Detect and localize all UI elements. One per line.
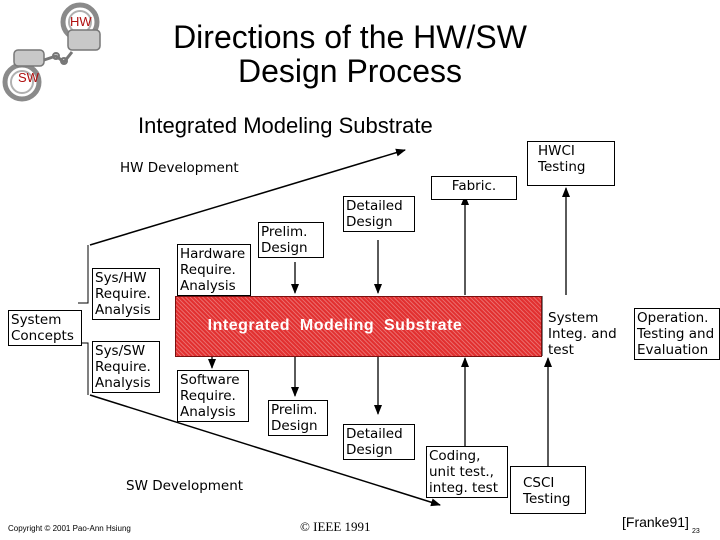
ieee-copyright: © IEEE 1991	[300, 519, 371, 534]
slide-title: Directions of the HW/SW Design Process	[173, 19, 527, 89]
system-concepts-box: System Concepts	[8, 310, 82, 346]
hw-detailed-design-box: Detailed Design	[343, 196, 415, 232]
fabric-box: Fabric.	[431, 176, 517, 200]
csci-testing-box: CSCI Testing	[510, 466, 586, 514]
logo-hw-label: HW	[70, 14, 92, 29]
hw-sw-logo: HW SW	[0, 0, 115, 105]
hwci-testing-box: HWCI Testing	[527, 141, 615, 186]
reference-citation: [Franke91]	[622, 514, 689, 530]
hw-development-label: HW Development	[120, 160, 239, 176]
logo-sw-label: SW	[18, 70, 39, 85]
software-require-box: Software Require. Analysis	[177, 370, 249, 422]
handcuffs-icon	[2, 2, 101, 102]
page-number: 23	[692, 528, 700, 535]
sw-prelim-design-box: Prelim. Design	[268, 400, 328, 436]
integrated-modeling-substrate-bar	[175, 296, 542, 357]
hardware-require-box: Hardware Require. Analysis	[177, 244, 251, 296]
slide-subtitle: Integrated Modeling Substrate	[138, 113, 433, 138]
copyright-text: Copyright © 2001 Pao-Ann Hsiung	[8, 524, 131, 533]
operation-testing-box: Operation. Testing and Evaluation	[634, 308, 720, 360]
hw-prelim-design-box: Prelim. Design	[258, 222, 324, 258]
sys-sw-require-box: Sys/SW Require. Analysis	[92, 341, 160, 393]
sys-hw-require-box: Sys/HW Require. Analysis	[92, 268, 160, 320]
substrate-label: Integrated Modeling Substrate	[207, 317, 463, 334]
coding-box: Coding, unit test., integ. test	[426, 446, 508, 498]
sw-detailed-design-box: Detailed Design	[343, 424, 415, 460]
sw-development-label: SW Development	[126, 478, 244, 494]
system-integ-box: System Integ. and test	[548, 310, 617, 358]
